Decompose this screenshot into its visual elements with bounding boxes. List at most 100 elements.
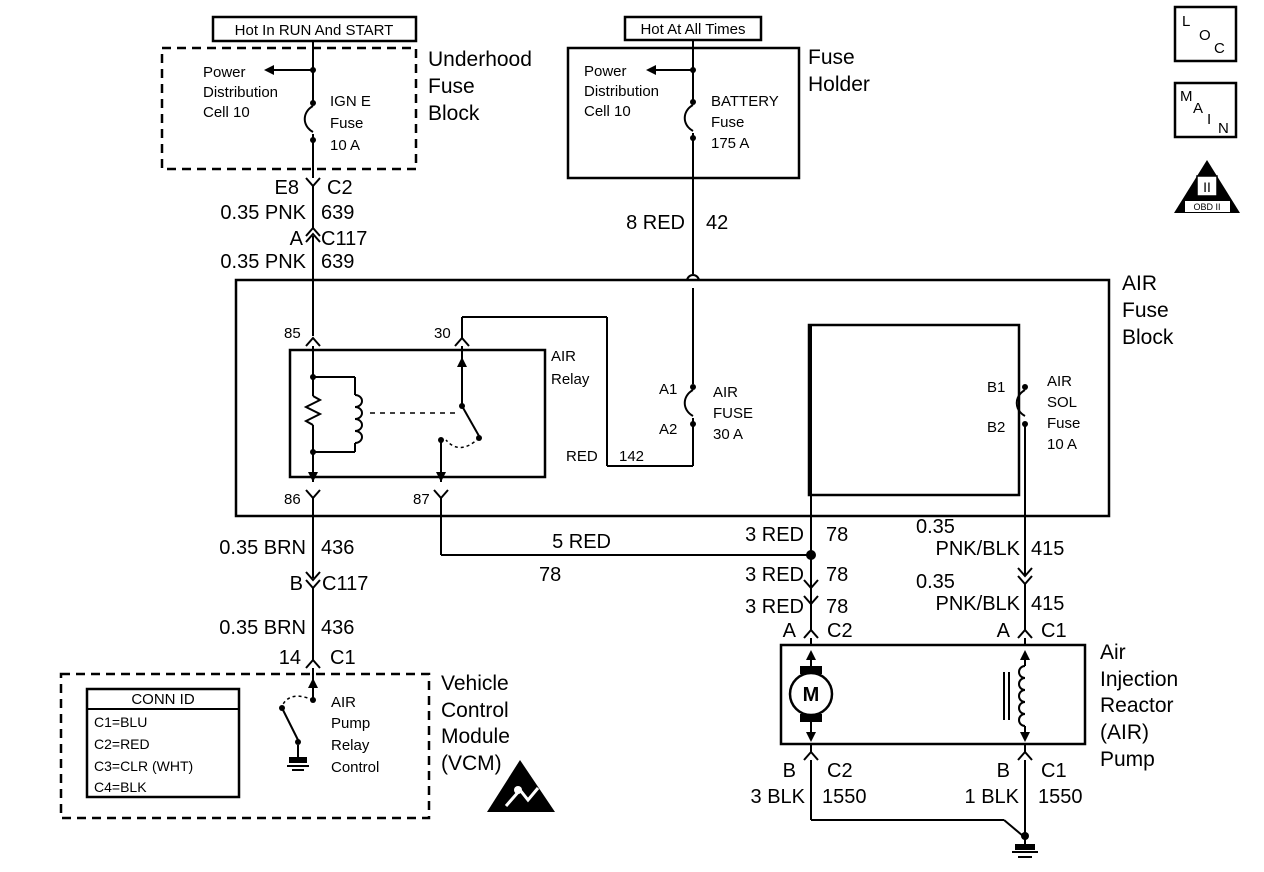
svg-text:Injection: Injection xyxy=(1100,668,1178,691)
svg-text:436: 436 xyxy=(321,537,354,559)
svg-text:Power: Power xyxy=(203,64,246,81)
air-fuse-block: AIR Fuse Block AIR Relay 85 86 xyxy=(234,272,1174,518)
svg-text:78: 78 xyxy=(826,564,848,586)
svg-text:Holder: Holder xyxy=(808,73,870,96)
svg-text:BATTERY: BATTERY xyxy=(711,93,779,110)
svg-text:C2=RED: C2=RED xyxy=(94,736,150,752)
obd-ii-icon[interactable]: II OBD II xyxy=(1174,160,1240,213)
svg-text:175 A: 175 A xyxy=(711,135,749,152)
svg-text:Air: Air xyxy=(1100,641,1126,664)
fuse-holder: Fuse Holder Power Distribution Cell 10 B… xyxy=(566,40,870,180)
svg-text:8 RED: 8 RED xyxy=(626,212,685,234)
svg-text:Pump: Pump xyxy=(331,715,370,732)
vcm-module: Vehicle Control Module (VCM) CONN ID C1=… xyxy=(59,668,510,820)
svg-text:A: A xyxy=(290,228,304,250)
svg-text:Fuse: Fuse xyxy=(1122,299,1169,322)
conn-id-table: CONN ID C1=BLU C2=RED C3=CLR (WHT) C4=BL… xyxy=(85,687,241,799)
svg-text:5 RED: 5 RED xyxy=(552,531,611,553)
svg-text:O: O xyxy=(1199,27,1211,44)
ign-feed-wire: E8 C2 0.35 PNK 639 A C117 0.35 PNK 639 xyxy=(220,170,367,322)
svg-text:Underhood: Underhood xyxy=(428,48,532,71)
svg-text:3 RED: 3 RED xyxy=(745,524,804,546)
svg-text:Control: Control xyxy=(441,699,509,722)
svg-text:C4=BLK: C4=BLK xyxy=(94,779,147,795)
svg-text:C3=CLR (WHT): C3=CLR (WHT) xyxy=(94,758,193,774)
svg-text:AIR: AIR xyxy=(331,694,356,711)
svg-text:3 RED: 3 RED xyxy=(745,564,804,586)
svg-text:Control: Control xyxy=(331,759,379,776)
svg-text:639: 639 xyxy=(321,202,354,224)
svg-text:C2: C2 xyxy=(827,760,853,782)
svg-text:Relay: Relay xyxy=(551,371,590,388)
svg-text:AIR: AIR xyxy=(1122,272,1157,295)
svg-text:0.35 BRN: 0.35 BRN xyxy=(219,537,306,559)
svg-text:AIR: AIR xyxy=(713,384,738,401)
svg-text:B1: B1 xyxy=(987,379,1005,396)
hot-all-times-label: Hot At All Times xyxy=(623,15,763,42)
svg-text:1550: 1550 xyxy=(822,786,867,808)
svg-text:Distribution: Distribution xyxy=(584,83,659,100)
svg-text:Power: Power xyxy=(584,63,627,80)
svg-text:FUSE: FUSE xyxy=(713,405,753,422)
svg-text:I: I xyxy=(1207,111,1211,128)
air-pump: Air Injection Reactor (AIR) Pump M xyxy=(779,641,1178,771)
svg-text:0.35 PNK: 0.35 PNK xyxy=(220,251,306,273)
svg-text:85: 85 xyxy=(284,325,301,342)
underhood-fuse-block: Underhood Fuse Block Power Distribution … xyxy=(160,40,532,171)
svg-text:PNK/BLK: PNK/BLK xyxy=(936,538,1021,560)
svg-text:A: A xyxy=(997,620,1011,642)
svg-text:Relay: Relay xyxy=(331,737,370,754)
svg-text:(VCM): (VCM) xyxy=(441,752,502,775)
svg-text:A: A xyxy=(783,620,797,642)
svg-text:10 A: 10 A xyxy=(1047,436,1077,453)
svg-text:Fuse: Fuse xyxy=(330,115,363,132)
svg-text:Fuse: Fuse xyxy=(428,75,475,98)
svg-text:1550: 1550 xyxy=(1038,786,1083,808)
svg-text:C1=BLU: C1=BLU xyxy=(94,714,147,730)
svg-text:87: 87 xyxy=(413,491,430,508)
svg-text:B: B xyxy=(783,760,796,782)
svg-text:C117: C117 xyxy=(321,228,367,250)
svg-text:A2: A2 xyxy=(659,421,677,438)
svg-text:30 A: 30 A xyxy=(713,426,743,443)
svg-text:Distribution: Distribution xyxy=(203,84,278,101)
svg-text:M: M xyxy=(1180,88,1193,105)
svg-text:86: 86 xyxy=(284,491,301,508)
svg-text:30: 30 xyxy=(434,325,451,342)
svg-text:B: B xyxy=(290,573,303,595)
svg-text:Cell 10: Cell 10 xyxy=(584,103,631,120)
svg-text:IGN E: IGN E xyxy=(330,93,371,110)
loc-icon[interactable]: L O C xyxy=(1173,5,1238,63)
svg-text:3 BLK: 3 BLK xyxy=(751,786,806,808)
svg-text:10 A: 10 A xyxy=(330,137,360,154)
svg-text:Fuse: Fuse xyxy=(808,46,855,69)
svg-text:C1: C1 xyxy=(1041,760,1067,782)
svg-text:78: 78 xyxy=(826,596,848,618)
svg-text:A: A xyxy=(1193,100,1203,117)
svg-text:CONN ID: CONN ID xyxy=(131,691,195,708)
svg-text:0.35: 0.35 xyxy=(916,571,955,593)
svg-text:AIR: AIR xyxy=(1047,373,1072,390)
esd-warning-icon xyxy=(487,760,555,812)
svg-text:E8: E8 xyxy=(275,177,299,199)
main-icon[interactable]: M A I N xyxy=(1173,81,1238,139)
svg-text:Pump: Pump xyxy=(1100,748,1155,771)
svg-text:Fuse: Fuse xyxy=(1047,415,1080,432)
svg-text:14: 14 xyxy=(279,647,301,669)
svg-text:C1: C1 xyxy=(1041,620,1067,642)
svg-text:Cell 10: Cell 10 xyxy=(203,104,250,121)
svg-text:B: B xyxy=(997,760,1010,782)
svg-text:0.35 BRN: 0.35 BRN xyxy=(219,617,306,639)
hot-run-start-label: Hot In RUN And START xyxy=(211,15,418,43)
svg-text:3 RED: 3 RED xyxy=(745,596,804,618)
svg-text:C: C xyxy=(1214,40,1225,57)
svg-text:C2: C2 xyxy=(827,620,853,642)
svg-text:OBD II: OBD II xyxy=(1193,202,1220,212)
air-fuse: A1 A2 AIR FUSE 30 A RED 142 xyxy=(566,381,753,466)
air-sol-fuse: B1 B2 AIR SOL Fuse 10 A xyxy=(987,325,1080,516)
svg-text:B2: B2 xyxy=(987,419,1005,436)
svg-text:SOL: SOL xyxy=(1047,394,1077,411)
svg-text:Block: Block xyxy=(1122,326,1174,349)
svg-text:436: 436 xyxy=(321,617,354,639)
